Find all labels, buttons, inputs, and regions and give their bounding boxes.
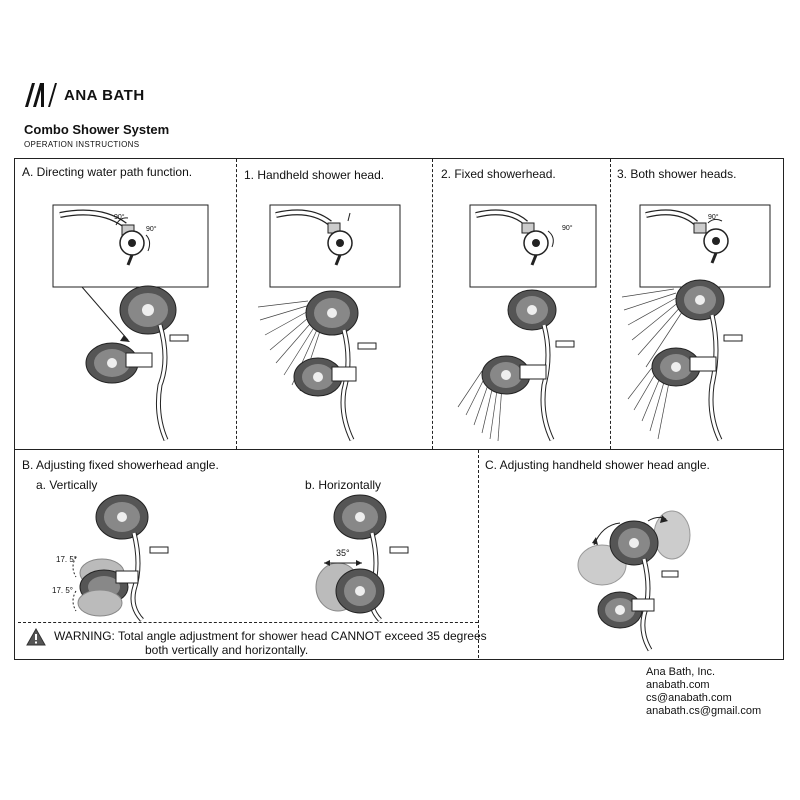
warning-text-line-2: both vertically and horizontally. <box>145 643 308 657</box>
angle-label-2: 90° <box>562 225 573 232</box>
section-a1-label: 1. Handheld shower head. <box>244 168 384 182</box>
section-b-label: B. Adjusting fixed showerhead angle. <box>22 458 219 472</box>
section-b-vertical-label: a. Vertically <box>36 478 97 492</box>
contact-email-secondary[interactable]: anabath.cs@gmail.com <box>646 705 761 718</box>
horizontal-angle-illustration <box>310 495 460 620</box>
contact-block: Ana Bath, Inc. anabath.com cs@anabath.co… <box>646 666 761 718</box>
section-a2-label: 2. Fixed showerhead. <box>441 167 556 181</box>
section-a-label: A. Directing water path function. <box>22 165 192 179</box>
brand-name: ANA BATH <box>64 87 145 104</box>
angle-label-vertical-down: 17. 5° <box>52 586 73 595</box>
column-divider-1 <box>236 159 237 449</box>
section-b-horizontal-label: b. Horizontally <box>305 478 381 492</box>
contact-website[interactable]: anabath.com <box>646 679 761 692</box>
row-divider <box>14 449 784 450</box>
handheld-spray-illustration <box>240 185 430 445</box>
column-divider-2 <box>432 159 433 449</box>
handheld-angle-illustration <box>574 505 704 650</box>
document-subtitle: OPERATION INSTRUCTIONS <box>24 140 139 149</box>
angle-label-vertical-up: 17. 5° <box>56 555 77 564</box>
contact-email-primary[interactable]: cs@anabath.com <box>646 692 761 705</box>
warning-triangle-icon <box>26 628 46 646</box>
fixed-spray-illustration <box>436 185 608 445</box>
column-divider-c <box>478 450 479 658</box>
angle-label-3: 90° <box>708 214 719 221</box>
column-divider-3 <box>610 159 611 449</box>
angle-label-a-2: 90° <box>146 226 157 233</box>
angle-label-horizontal: 35° <box>336 548 350 558</box>
diverter-illustration-a <box>20 185 232 445</box>
warning-text-line-1: WARNING: Total angle adjustment for show… <box>54 629 487 643</box>
angle-label-a-1: 90° <box>114 214 125 221</box>
document-title: Combo Shower System <box>24 122 169 137</box>
ana-bath-logo-icon <box>24 82 60 108</box>
section-a3-label: 3. Both shower heads. <box>617 167 736 181</box>
contact-company: Ana Bath, Inc. <box>646 666 761 679</box>
brand-header: ANA BATH <box>24 82 145 108</box>
both-spray-illustration <box>614 185 782 445</box>
section-c-label: C. Adjusting handheld shower head angle. <box>485 458 710 472</box>
